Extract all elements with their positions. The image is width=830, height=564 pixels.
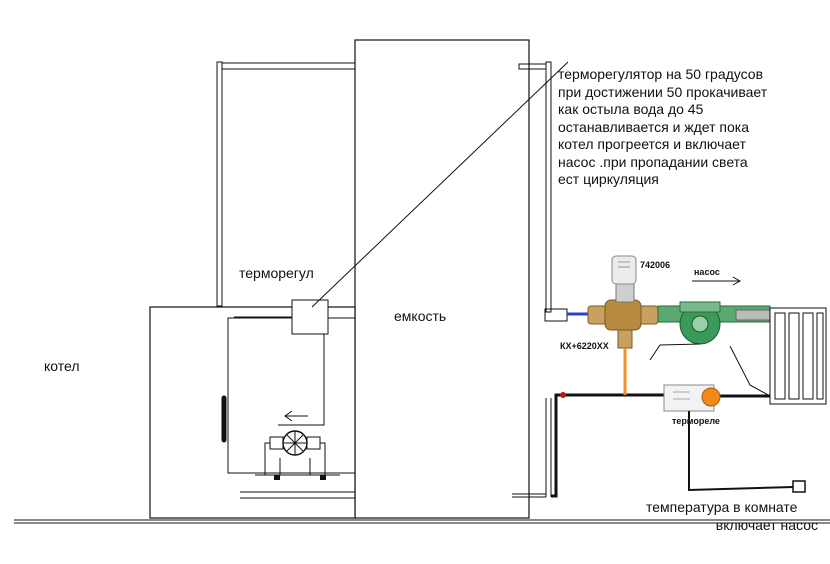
boiler-outline: [149, 306, 356, 519]
boiler-supply-pipe: [216, 61, 355, 307]
note-line: терморегулятор на 50 градусов: [558, 66, 764, 82]
room-sensor-wiring: [688, 411, 794, 492]
pump-label: насос: [694, 267, 720, 277]
thermoregulator-box: [291, 299, 329, 335]
thermo-relay-label: термореле: [672, 416, 720, 426]
pump-arrow: [692, 276, 742, 286]
note-line: насос .при пропадании света: [558, 153, 748, 170]
note-line: как остыла вода до 45: [558, 101, 704, 117]
radiator: [769, 307, 827, 405]
boiler-label: котел: [44, 358, 80, 374]
room-sensor: [792, 480, 806, 493]
return-pipe: [551, 393, 770, 498]
note-line: температура в комнате: [646, 499, 798, 515]
note-line: включает насос: [715, 516, 818, 533]
circulation-pump: [657, 301, 771, 345]
tank-outline: [354, 39, 530, 519]
thermoregulator-wiring: [234, 61, 569, 426]
thermoregulator-label: терморегул: [239, 265, 314, 281]
note-line: при достижении 50 прокачивает: [558, 83, 768, 100]
valve-model-label: КХ+6220ХХ: [560, 341, 609, 351]
return-pipe-joint: [560, 392, 566, 398]
note-line: ест циркуляция: [558, 171, 659, 187]
floor-line: [14, 519, 830, 524]
note-line: котел прогреется и включает: [558, 136, 746, 152]
tank-label: емкость: [394, 308, 447, 324]
thermo-relay: [663, 384, 721, 412]
inner-pump-arrow: [284, 410, 308, 422]
mixing-valve: [587, 255, 659, 349]
pump-wiring: [649, 343, 771, 397]
tank-right-pipe: [512, 61, 568, 498]
inner-pump-valves: [274, 475, 326, 480]
room-temp-note: температура в комнате включает насос: [646, 499, 818, 534]
description-note: терморегулятор на 50 градусов при достиж…: [558, 66, 767, 189]
bottom-pipe: [240, 491, 355, 499]
valve-code-label: 742006: [640, 260, 671, 270]
note-line: останавливается и ждет пока: [558, 118, 750, 135]
